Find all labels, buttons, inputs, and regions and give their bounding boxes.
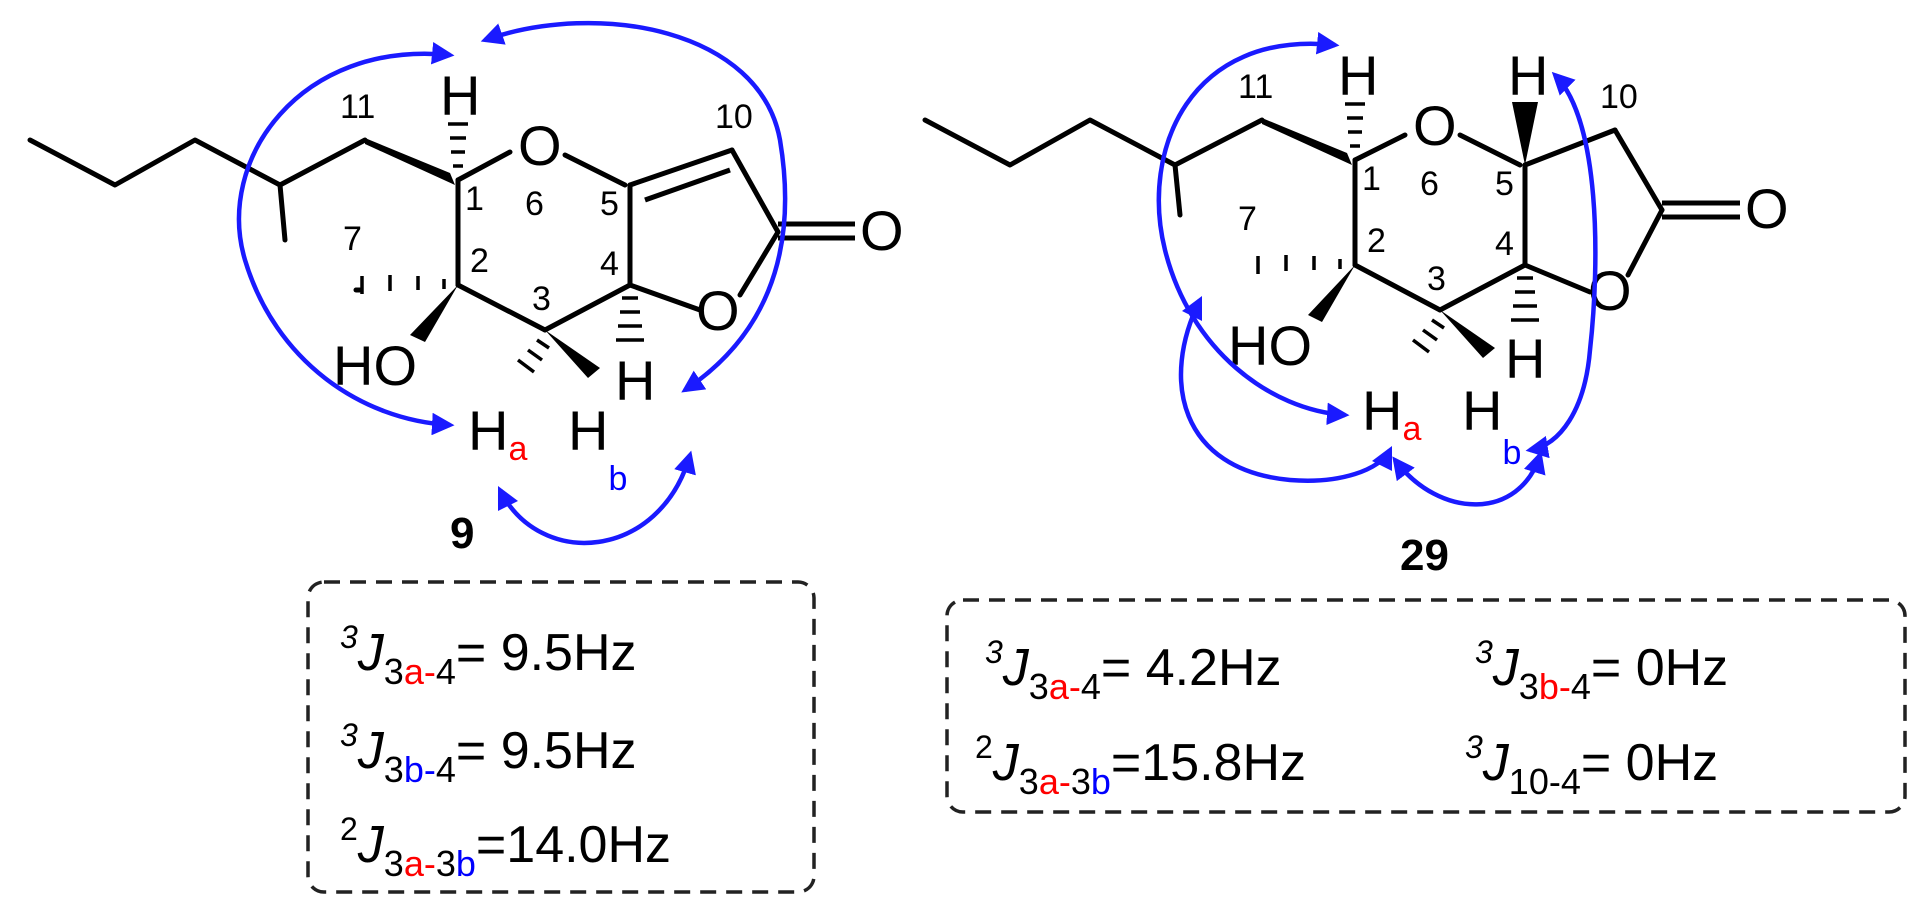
bond-c10-cco bbox=[1612, 127, 1665, 213]
bond-c10-cco bbox=[729, 147, 781, 235]
h5-label: H bbox=[1508, 44, 1548, 107]
wedge-c2-oh bbox=[1308, 265, 1355, 322]
noe-arrow-ha-hb bbox=[1392, 450, 1546, 507]
bond-cco-olac bbox=[1625, 207, 1665, 278]
coupling-line-1: 3J3a-4= 9.5Hz bbox=[340, 619, 637, 692]
wedge-c5-h bbox=[1512, 102, 1538, 165]
noe-arrow-ha-hb bbox=[497, 450, 696, 546]
hash-h1 bbox=[448, 122, 468, 168]
carbonyl-oxygen-label: O bbox=[1745, 177, 1789, 240]
h4-label: H bbox=[1505, 327, 1545, 390]
locant-11: 11 bbox=[340, 88, 375, 126]
bond-c1-o6 bbox=[455, 149, 513, 183]
noe-arrow-h1-ha bbox=[236, 42, 455, 436]
locant-7: 7 bbox=[1238, 200, 1257, 238]
ring-oxygen-label: O bbox=[1413, 94, 1457, 157]
locant-2: 2 bbox=[470, 242, 489, 280]
lactone-oxygen-label: O bbox=[696, 279, 740, 342]
ha-label: Ha bbox=[1362, 379, 1421, 448]
coupling-box bbox=[306, 580, 816, 894]
coupling-box bbox=[945, 598, 1907, 814]
locant-5: 5 bbox=[600, 185, 619, 223]
locant-4: 4 bbox=[600, 245, 619, 283]
bond-c4-olac bbox=[627, 282, 703, 313]
locant-6: 6 bbox=[525, 185, 544, 223]
bond-c4-olac bbox=[1522, 262, 1593, 295]
wedge-c11-c1 bbox=[1262, 118, 1352, 165]
hash-h1 bbox=[1345, 102, 1365, 148]
compound-9: H O O O HO H Ha Hb 11 10 1 6 5 7 2 4 3 9… bbox=[27, 20, 904, 894]
locant-10: 10 bbox=[1600, 78, 1638, 116]
hash-c7 bbox=[1256, 255, 1342, 274]
wedge-c3-hb bbox=[1440, 310, 1495, 358]
ring-oxygen-label: O bbox=[518, 114, 562, 177]
compound-29: H O H O O HO H Ha Hb 11 10 1 6 5 7 2 4 3… bbox=[922, 31, 1907, 814]
butyl-chain bbox=[922, 117, 1178, 168]
coupling-line-2: 3J3b-4= 9.5Hz bbox=[340, 717, 637, 790]
locant-11: 11 bbox=[1238, 68, 1273, 106]
wedge-c2-oh bbox=[410, 285, 458, 342]
locant-7: 7 bbox=[343, 220, 362, 258]
hash-c7 bbox=[360, 275, 446, 294]
compound-number: 9 bbox=[450, 509, 474, 558]
h1-label: H bbox=[440, 64, 480, 127]
locant-3: 3 bbox=[532, 280, 551, 318]
h1-label: H bbox=[1338, 44, 1378, 107]
bond-c3-c4 bbox=[542, 282, 633, 333]
noe-arrow-h5-hb bbox=[1525, 71, 1598, 459]
locant-5: 5 bbox=[1495, 165, 1514, 203]
locant-6: 6 bbox=[1420, 165, 1439, 203]
locant-3: 3 bbox=[1427, 260, 1446, 298]
coupling-line-2: 3J3b-4= 0Hz bbox=[1475, 634, 1728, 707]
locant-1: 1 bbox=[465, 180, 484, 218]
locant-10: 10 bbox=[715, 98, 753, 136]
locant-2: 2 bbox=[1367, 222, 1386, 260]
bond-o6-c5 bbox=[1457, 132, 1523, 168]
compound-number: 29 bbox=[1400, 531, 1449, 580]
h4-label: H bbox=[615, 349, 655, 412]
wedge-c3-hb bbox=[545, 330, 600, 378]
bond-chain-c11 bbox=[1172, 117, 1265, 168]
wedge-c11-c1 bbox=[365, 138, 455, 185]
bond-c2-c3 bbox=[1352, 262, 1443, 313]
hydroxyl-label: HO bbox=[1228, 314, 1312, 377]
coupling-line-4: 3J10-4= 0Hz bbox=[1465, 729, 1718, 802]
hash-c4-h bbox=[616, 296, 644, 342]
bond-c1-o6 bbox=[1352, 132, 1408, 163]
carbonyl-oxygen-label: O bbox=[860, 199, 904, 262]
hb-label: Hb bbox=[1462, 379, 1521, 472]
noe-arrow-c7-ha bbox=[1178, 295, 1393, 483]
bond-chain-c2 bbox=[277, 182, 288, 243]
hb-label: Hb bbox=[568, 399, 627, 498]
locant-1: 1 bbox=[1362, 160, 1381, 198]
bond-c3-c4 bbox=[1437, 262, 1528, 313]
coupling-line-1: 3J3a-4= 4.2Hz bbox=[985, 634, 1282, 707]
hash-c3-ha bbox=[1411, 318, 1445, 354]
locant-4: 4 bbox=[1495, 225, 1514, 263]
hash-c3-ha bbox=[516, 338, 550, 374]
bond-chain-c11 bbox=[277, 137, 368, 188]
coupling-line-3: 2J3a-3b=15.8Hz bbox=[975, 729, 1306, 802]
bond-chain-c2 bbox=[1172, 162, 1183, 218]
noe-arrow-h1-h4 bbox=[480, 20, 788, 393]
hash-c4-h bbox=[1511, 276, 1539, 322]
bond-c5-c10 bbox=[627, 147, 735, 188]
bond-cco-olac bbox=[737, 229, 781, 298]
hydroxyl-label: HO bbox=[333, 334, 417, 397]
coupling-line-3: 2J3a-3b=14.0Hz bbox=[340, 811, 671, 884]
butyl-chain bbox=[27, 137, 283, 188]
ha-label: Ha bbox=[468, 399, 527, 468]
bond-c5-c10 bbox=[1522, 127, 1618, 168]
bond-o6-c5 bbox=[562, 152, 628, 188]
